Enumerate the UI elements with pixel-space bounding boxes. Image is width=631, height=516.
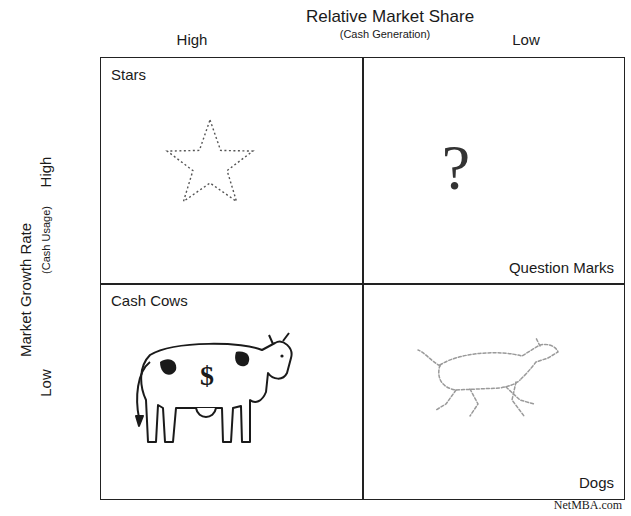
axis-tick: Low bbox=[512, 32, 540, 49]
star-icon bbox=[167, 120, 253, 201]
question-marks-quadrant: Question Marks bbox=[362, 57, 625, 285]
axis-title: Market Growth Rate bbox=[18, 223, 35, 357]
axis-subtitle: (Cash Generation) bbox=[340, 28, 431, 40]
axis-tick: High bbox=[177, 32, 208, 49]
axis-tick: Low bbox=[38, 369, 55, 397]
quadrant-label: Cash Cows bbox=[111, 292, 188, 309]
quadrant-label: Question Marks bbox=[509, 259, 614, 276]
cash-cows-quadrant: Cash Cows bbox=[100, 283, 364, 500]
dog-icon bbox=[418, 338, 558, 416]
axis-subtitle: (Cash Usage) bbox=[40, 206, 52, 274]
quadrant-label: Stars bbox=[111, 66, 146, 83]
cow-icon bbox=[136, 333, 292, 442]
dollar-sign: $ bbox=[200, 361, 214, 392]
dogs-quadrant: Dogs bbox=[362, 283, 625, 500]
watermark: NetMBA.com bbox=[554, 500, 622, 513]
stars-quadrant: Stars bbox=[100, 57, 364, 285]
axis-title: Relative Market Share bbox=[306, 8, 474, 27]
quadrant-label: Dogs bbox=[579, 474, 614, 491]
question-mark-icon: ? bbox=[442, 133, 470, 203]
axis-tick: High bbox=[38, 157, 55, 188]
